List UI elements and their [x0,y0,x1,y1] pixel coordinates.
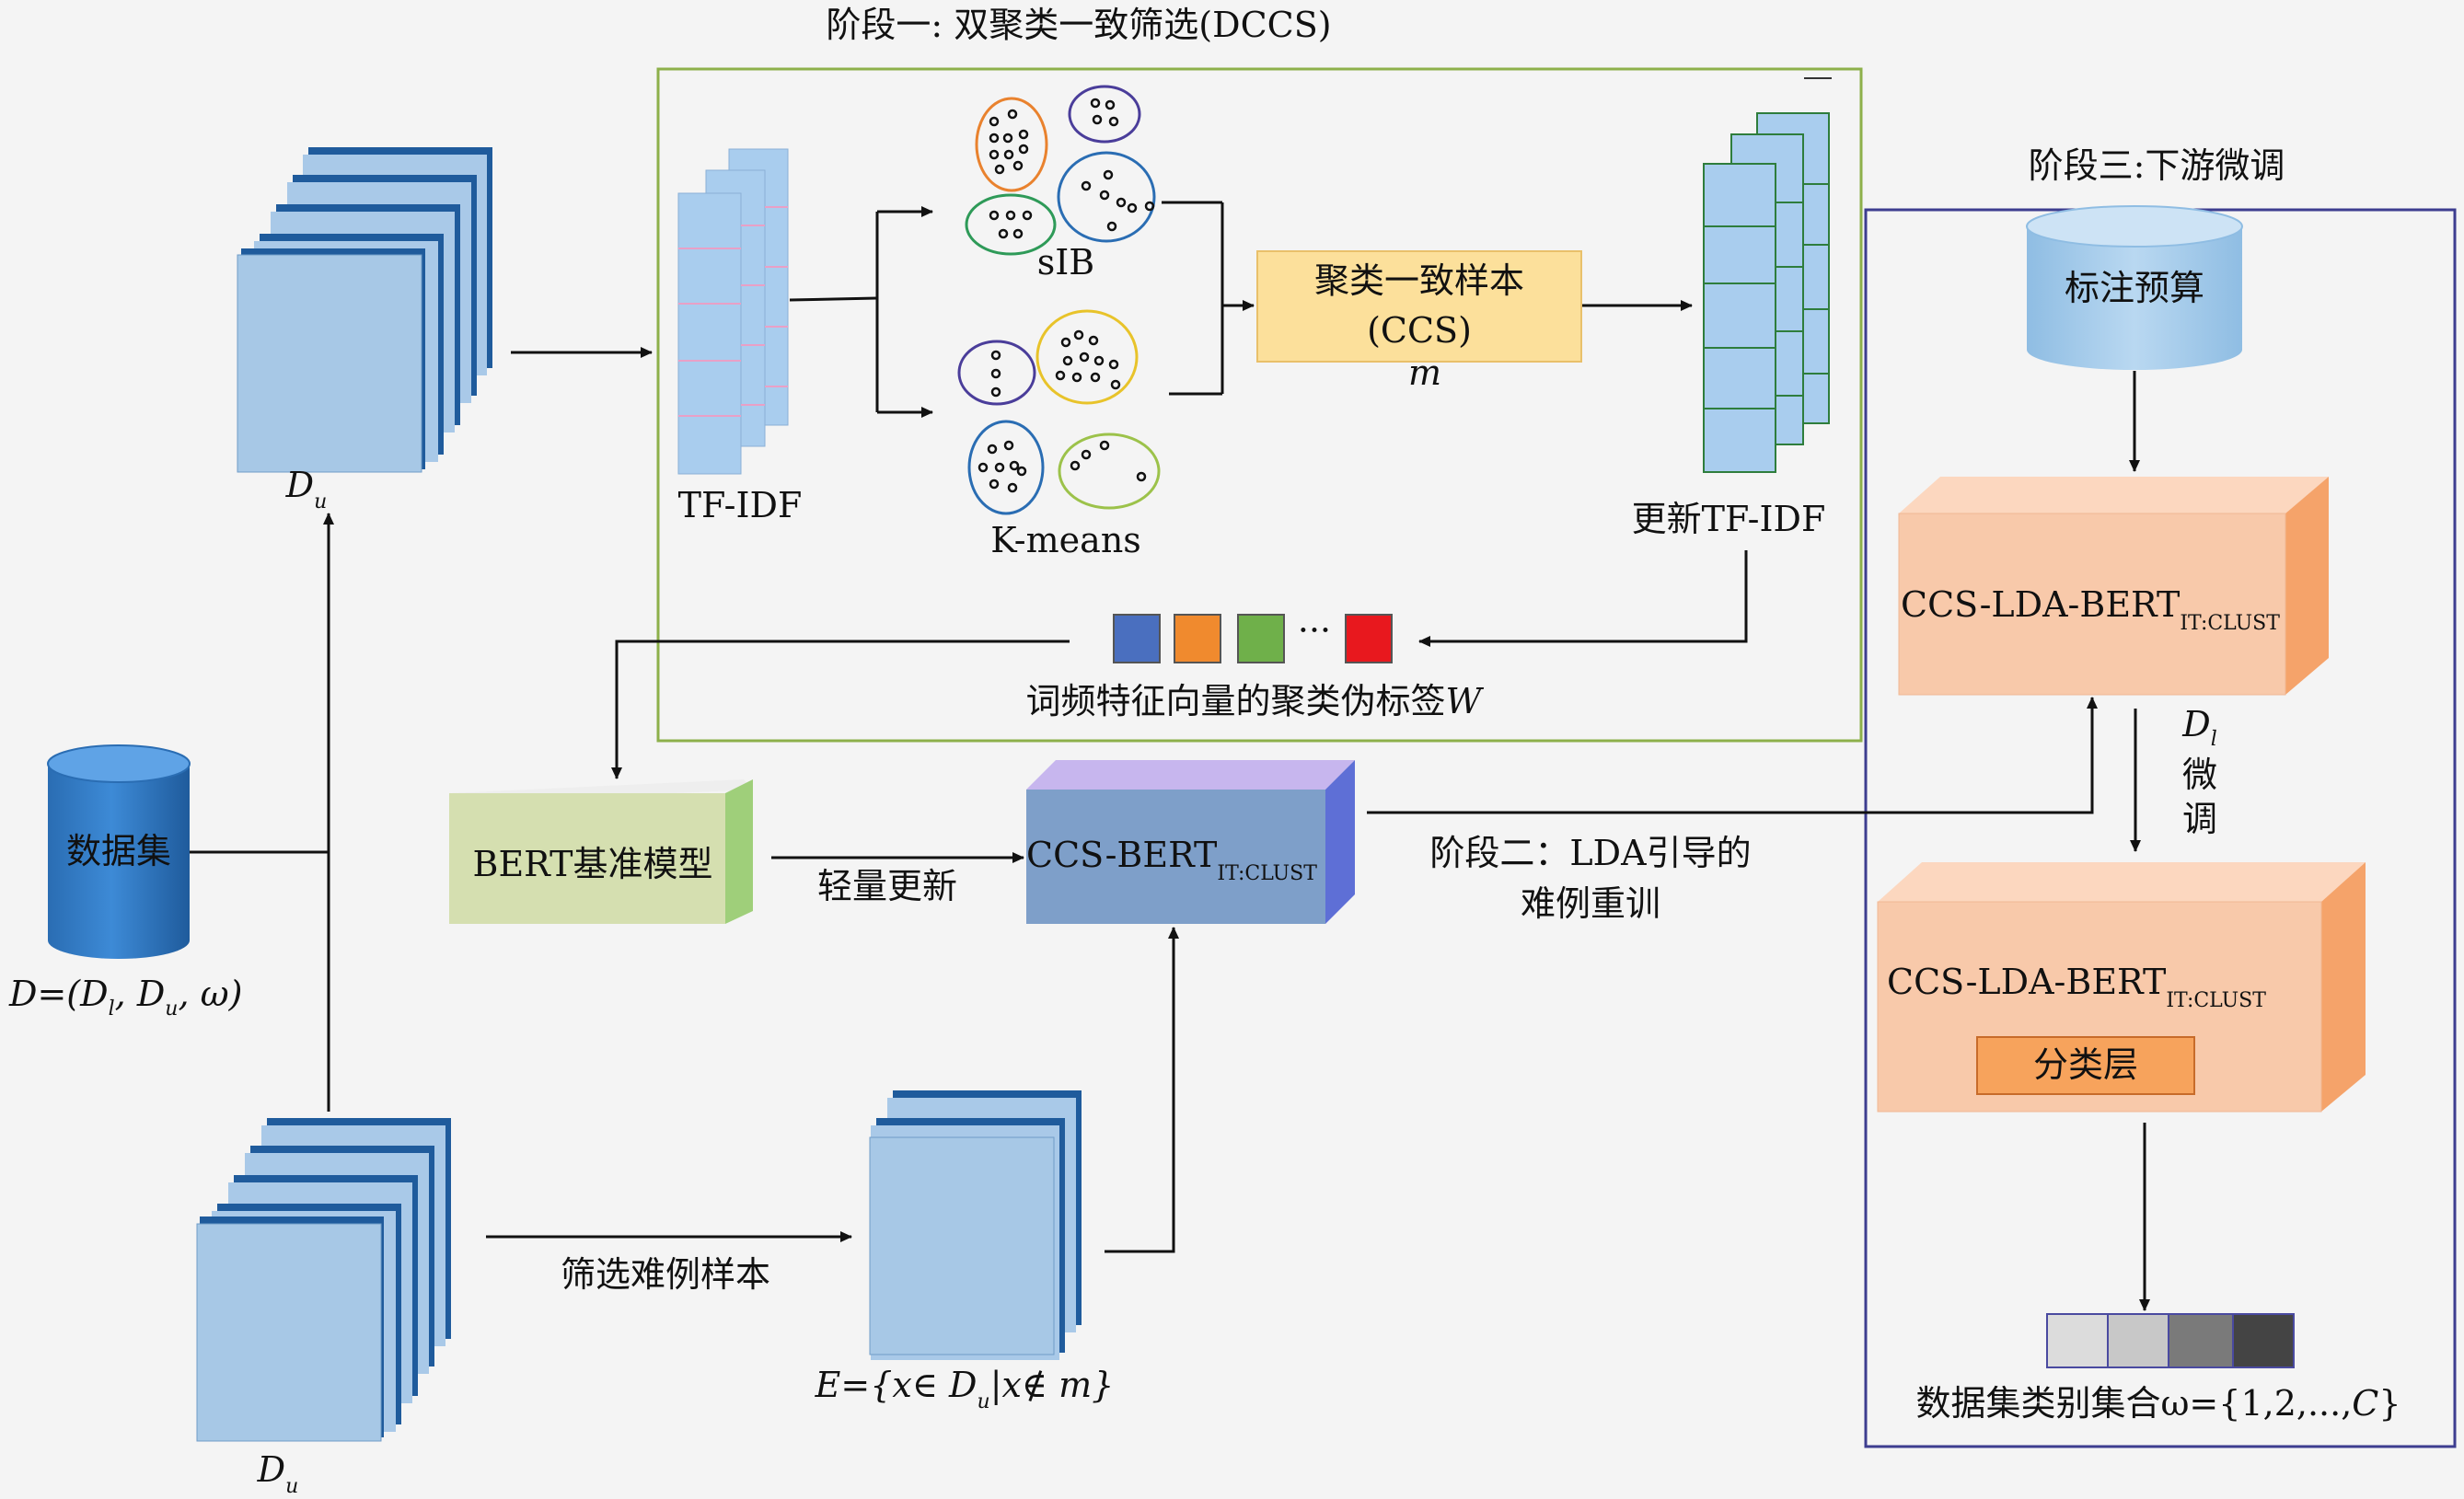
ccs-line2: (CCS) [1367,310,1472,351]
stage1-frame [656,67,1863,743]
finetune-char2: 调 [2182,799,2217,839]
stage2-title-line2: 难例重训 [1521,883,1660,924]
dataset-label: 数据集 [66,831,171,871]
pseudo-label-square [1237,614,1285,663]
hard-set-to-ccs-bert-arrow [1105,927,1179,1253]
pseudo-arrows [611,550,1748,779]
budget-label: 标注预算 [2065,268,2204,308]
kmeans-clusters [957,309,1161,515]
du-bottom-label: Du [257,1449,299,1498]
pseudo-ellipsis: ··· [1298,610,1331,651]
stage3-title: 阶段三:下游微调 [2029,145,2285,186]
ccs-bert-to-stage3-arrow [1367,697,2098,814]
du-stack-top [237,147,492,473]
updated-tfidf-label: 更新TF-IDF [1632,499,1826,539]
merge-arrows [1162,201,1693,396]
ccs-var: m [1408,352,1441,393]
stage3-frame [1864,208,2457,1448]
dataset-formula: D=(Dl, Du, ω) [8,974,242,1020]
tfidf-branch-arrows [789,206,933,418]
dataset-cylinder: 数据集 [47,744,191,959]
ccs-box: 聚类一致样本 (CCS) [1256,250,1582,363]
du-top-label: Du [285,465,328,513]
ccs-bert-box: CCS-BERTIT:CLUST [1026,760,1355,924]
classifier-label: 分类层 [2033,1044,2138,1085]
hard-set-stack [869,1090,1082,1360]
left-connectors [190,347,653,1112]
light-update-label: 轻量更新 [817,866,957,906]
tfidf-label: TF-IDF [678,485,803,525]
updated-tfidf-stack [1703,112,1830,473]
budget-cylinder: 标注预算 [2026,205,2243,370]
sib-points [989,98,1155,239]
tfidf-stack [677,148,789,475]
classifier-layer [1976,1036,2195,1095]
model-bottom-box: CCS-LDA-BERTIT:CLUST 分类层 [1877,862,2366,1113]
sib-label: sIB [1037,242,1094,283]
hard-set-formula: E={x∈ Du|x∉ m} [815,1365,1115,1413]
pseudo-label-squares [1113,614,1393,663]
pseudo-label-square [1174,614,1221,663]
model-top-label: CCS-LDA-BERTIT:CLUST [1901,584,2280,635]
model-top-box: CCS-LDA-BERTIT:CLUST [1898,477,2329,696]
bert-base-box: BERT基准模型 [449,779,753,924]
class-color-cell [2168,1313,2234,1368]
kmeans-label: K-means [990,520,1141,560]
finetune-var: Dl [2181,704,2217,751]
pseudo-label-square [1113,614,1161,663]
class-color-cell [2232,1313,2295,1368]
kmeans-points [978,329,1147,493]
finetune-char1: 微 [2182,755,2217,795]
ccs-bert-label: CCS-BERTIT:CLUST [1026,835,1317,885]
pseudo-label-square [1345,614,1393,663]
model-bottom-label: CCS-LDA-BERTIT:CLUST [1887,962,2266,1012]
ccs-line1: 聚类一致样本 [1314,260,1524,301]
du-stack-bottom [196,1118,451,1442]
pseudo-label-text: 词频特征向量的聚类伪标签W [1025,681,1484,721]
filter-label: 筛选难例样本 [561,1254,770,1295]
class-color-bar [2046,1313,2295,1368]
stage1-title: 阶段一: 双聚类一致筛选(DCCS) [826,5,1331,45]
label-set-text: 数据集类别集合ω={1,2,...,C} [1915,1383,2400,1424]
sib-clusters [965,85,1156,256]
class-color-cell [2107,1313,2169,1368]
stage2-title-line1: 阶段二：LDA引导的 [1429,833,1751,873]
stage1-panel: 阶段一: 双聚类一致筛选(DCCS) [656,5,1863,743]
class-color-cell [2046,1313,2109,1368]
bert-base-label: BERT基准模型 [473,844,713,884]
